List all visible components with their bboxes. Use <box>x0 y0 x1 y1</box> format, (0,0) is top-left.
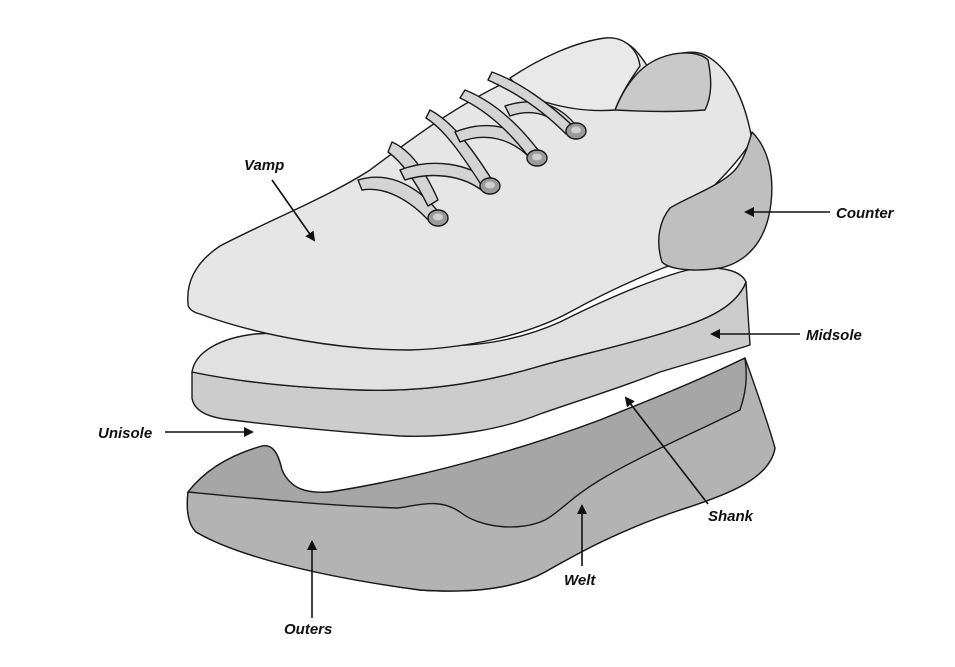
label-welt: Welt <box>564 572 596 589</box>
counter-piece <box>658 131 773 271</box>
outsole-inner-well <box>187 357 747 528</box>
outsole-layer <box>186 357 776 592</box>
laces <box>357 71 579 223</box>
eyelet-3-hole <box>532 153 542 161</box>
label-counter: Counter <box>836 205 895 222</box>
label-shank: Shank <box>708 508 754 525</box>
shank-leader <box>624 396 709 505</box>
eyelets <box>427 122 587 227</box>
upper-layer <box>187 37 753 351</box>
eyelet-1-hole <box>433 213 443 221</box>
label-vamp: Vamp <box>244 157 284 174</box>
eyelet-2-hole <box>485 181 495 189</box>
label-unisole: Unisole <box>98 425 152 442</box>
eyelet-4-hole <box>571 126 581 134</box>
collar-inner <box>614 52 712 113</box>
label-midsole: Midsole <box>806 327 862 344</box>
leader-lines <box>165 179 830 618</box>
label-outers: Outers <box>284 621 332 638</box>
part-labels: Vamp Counter Midsole Unisole Shank Welt … <box>98 157 895 638</box>
upper-body <box>187 39 753 351</box>
vamp-leader <box>271 179 316 242</box>
